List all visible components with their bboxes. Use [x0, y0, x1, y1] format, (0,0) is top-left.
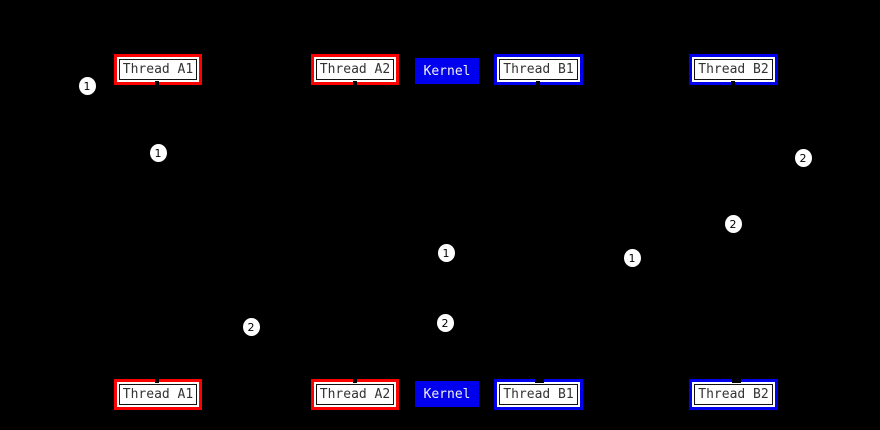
- node-label: Thread B1: [503, 62, 574, 77]
- thread-b2-bottom-box: Thread B2: [689, 378, 778, 410]
- step-number-marker: 1: [437, 244, 455, 262]
- node-label: Thread A1: [122, 62, 194, 77]
- thread-a2-bottom-box: Thread A2: [311, 378, 399, 410]
- step-number-marker: 2: [794, 149, 812, 167]
- node-label: Thread B2: [698, 387, 769, 402]
- lifeline-notch: [731, 81, 735, 86]
- thread-b2-top-box: Thread B2: [689, 54, 778, 86]
- lifeline-notch: [155, 81, 159, 86]
- step-number-marker: 1: [149, 144, 167, 162]
- node-label: Thread A2: [319, 387, 391, 402]
- node-label: Thread B2: [698, 62, 769, 77]
- node-label: Kernel: [423, 63, 471, 79]
- node-label: Thread A1: [122, 387, 194, 402]
- step-number-marker: 1: [623, 249, 641, 267]
- thread-b1-bottom-box: Thread B1: [494, 378, 583, 410]
- step-number-marker: 1: [78, 77, 96, 95]
- lifeline-notch: [353, 81, 357, 86]
- node-label: Thread A2: [319, 62, 391, 77]
- thread-b1-top-box: Thread B1: [494, 54, 583, 86]
- lifeline-notch: [536, 81, 540, 86]
- node-label: Thread B1: [503, 387, 574, 402]
- thread-a1-top-box: Thread A1: [114, 54, 202, 86]
- thread-a1-bottom-box: Thread A1: [114, 378, 202, 410]
- kernel-bottom-box: Kernel: [415, 381, 479, 407]
- lifeline-notch: [534, 378, 544, 383]
- thread-a2-top-box: Thread A2: [311, 54, 399, 86]
- lifeline-notch: [155, 378, 159, 383]
- step-number-marker: 2: [436, 314, 454, 332]
- step-number-marker: 2: [242, 318, 260, 336]
- lifeline-notch: [353, 378, 357, 383]
- step-number-marker: 2: [724, 215, 742, 233]
- kernel-top-box: Kernel: [415, 58, 479, 84]
- lifeline-notch: [731, 378, 741, 383]
- node-label: Kernel: [423, 386, 471, 402]
